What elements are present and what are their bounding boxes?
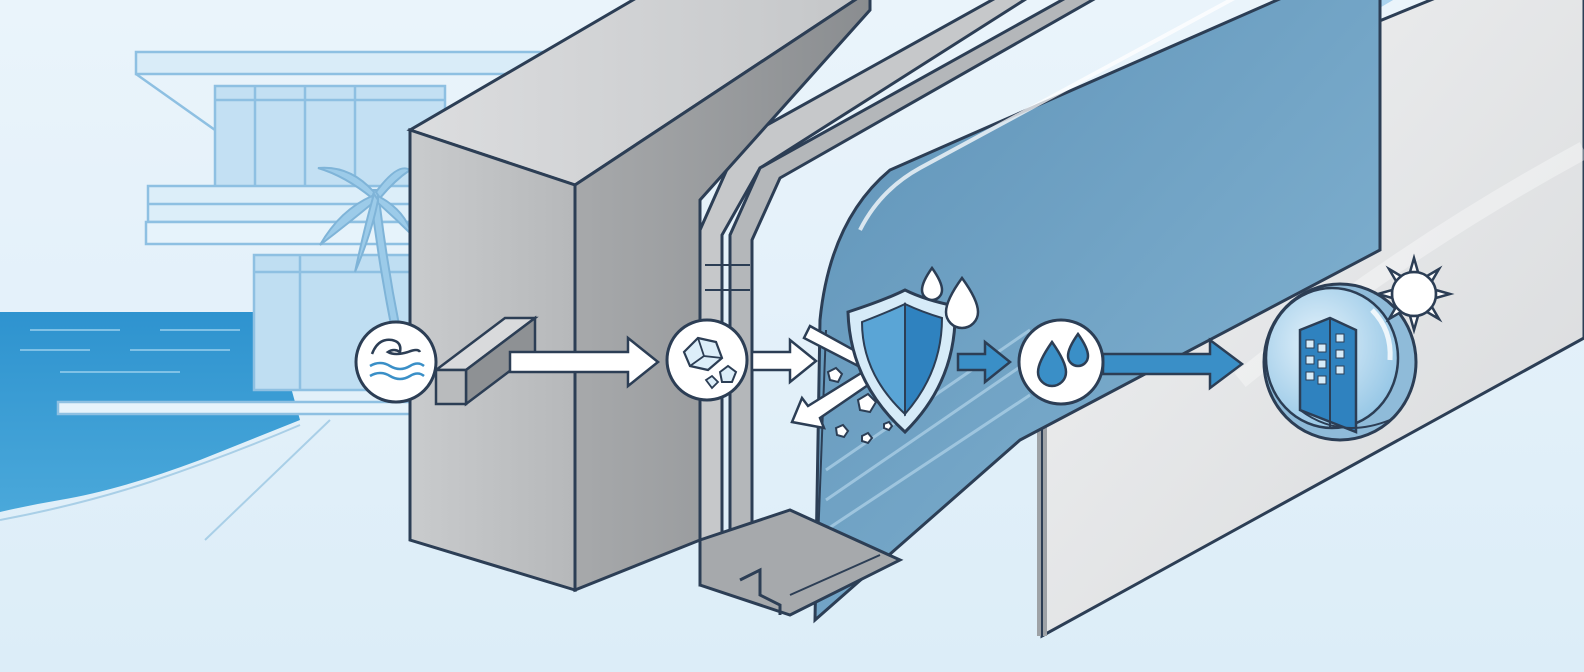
arrow-1 bbox=[508, 335, 661, 389]
flow-arrows bbox=[508, 324, 1245, 430]
glass-pane bbox=[813, 0, 1382, 624]
arrow-3 bbox=[956, 339, 1013, 385]
building-icon bbox=[1262, 282, 1418, 442]
wave-icon bbox=[354, 320, 438, 404]
arrow-deflect bbox=[790, 324, 893, 430]
concrete-bar bbox=[432, 315, 539, 407]
water-drops-icon bbox=[1017, 318, 1105, 406]
aluminum-frame bbox=[698, 0, 1096, 617]
sun-icon bbox=[1373, 253, 1455, 335]
salt-debris bbox=[826, 366, 894, 445]
arrow-4 bbox=[1101, 337, 1245, 391]
arrow-2 bbox=[750, 337, 818, 385]
water-drop-large bbox=[944, 275, 980, 330]
salt-crystal-icon bbox=[665, 318, 749, 402]
shield-icon bbox=[846, 288, 957, 435]
water-drop-small bbox=[920, 265, 944, 302]
